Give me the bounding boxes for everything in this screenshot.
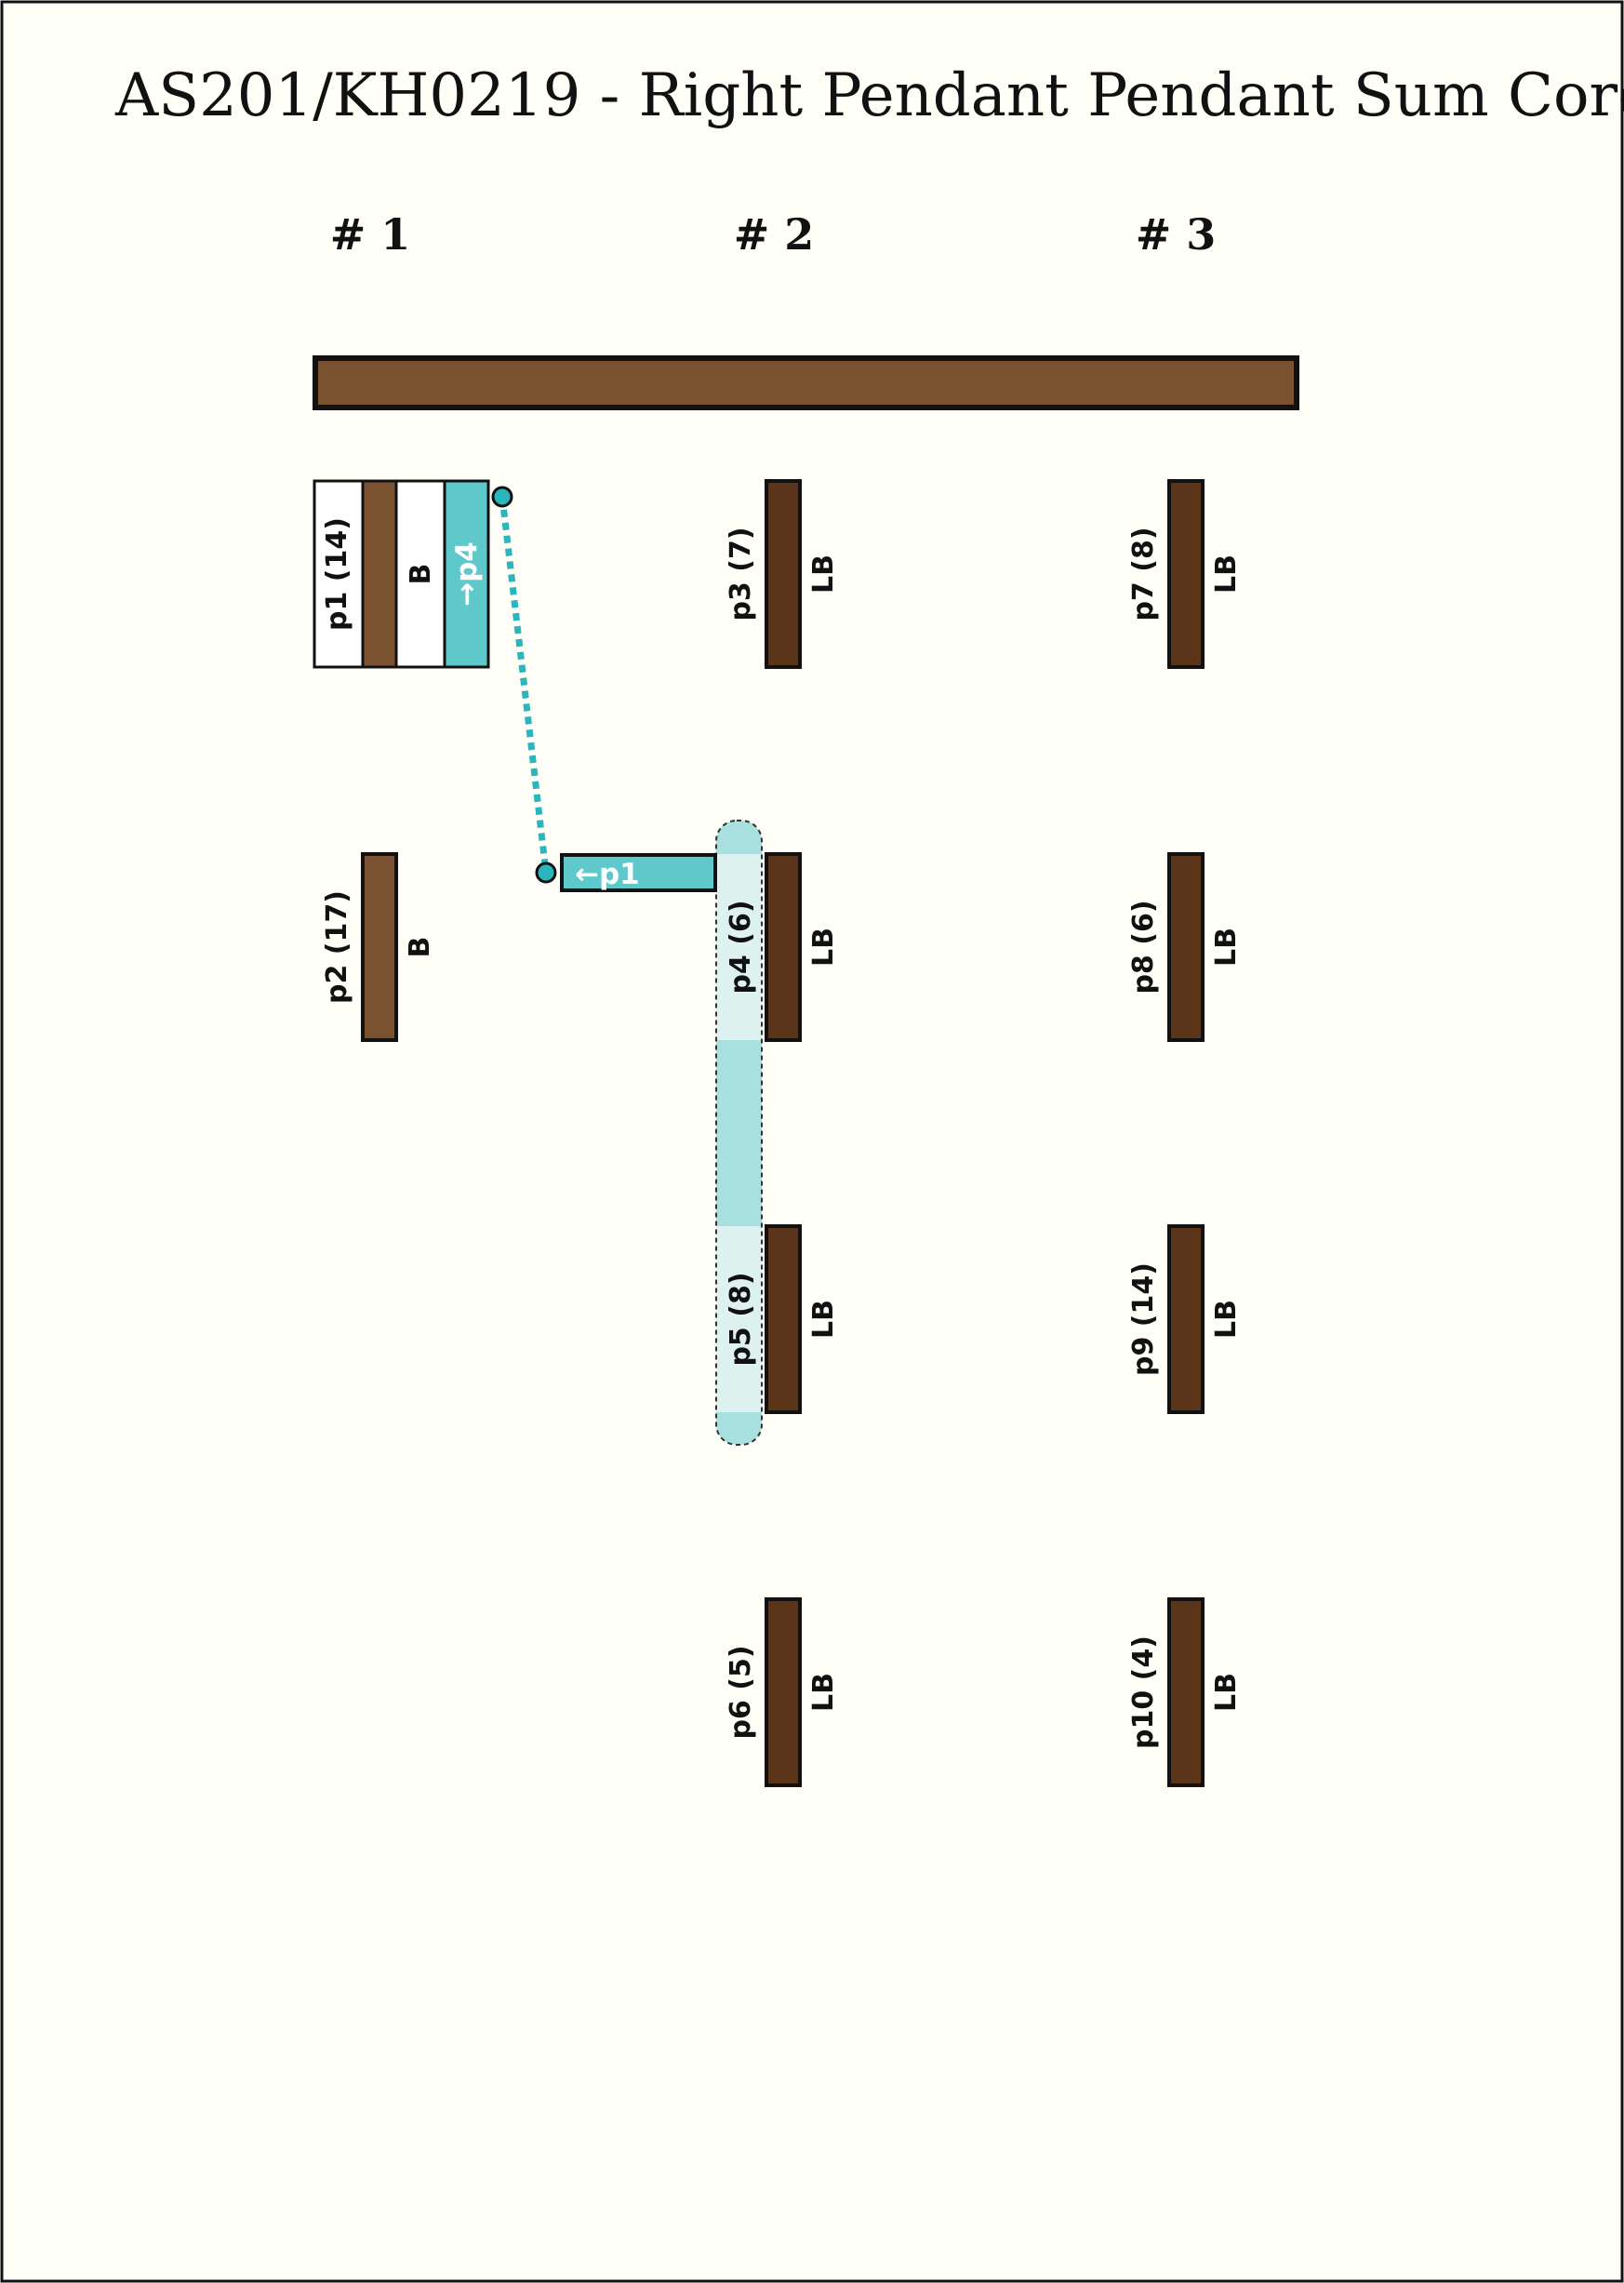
pendant-label: p7 (8) xyxy=(1127,527,1160,621)
sum-target-box xyxy=(560,853,717,892)
column-label-3: # 3 xyxy=(1136,209,1217,260)
highlight-band-p4 xyxy=(716,854,762,1040)
cord-p10 xyxy=(1167,1597,1205,1787)
pendant-p1: p1 (14) B →p4 xyxy=(313,479,490,669)
color-label: LB xyxy=(1210,1300,1243,1339)
color-label: LB xyxy=(807,1673,840,1712)
color-label: LB xyxy=(807,1300,840,1339)
column-label-2: # 2 xyxy=(734,209,815,260)
pendant-label: p2 (17) xyxy=(321,890,353,1004)
color-label: LB xyxy=(1210,928,1243,967)
sum-link-start-dot xyxy=(491,486,513,508)
pendant-label: p3 (7) xyxy=(725,527,757,621)
pendant-p7: p7 (8) LB xyxy=(1127,479,1243,669)
pendant-label: p4 (6) xyxy=(725,900,757,994)
cord-p6 xyxy=(765,1597,802,1787)
color-label: LB xyxy=(1210,1673,1243,1712)
cord-p3 xyxy=(765,479,802,669)
color-label: LB xyxy=(807,928,840,967)
sum-marker-box xyxy=(443,479,490,669)
pendant-p2: p2 (17) B xyxy=(321,852,436,1042)
sum-target-label: ←p1 xyxy=(575,858,640,891)
pendant-label: p5 (8) xyxy=(725,1272,757,1366)
sum-marker-label: →p4 xyxy=(450,541,484,607)
pendant-p3: p3 (7) LB xyxy=(725,479,840,669)
cord-p8 xyxy=(1167,852,1205,1042)
color-label: B xyxy=(405,564,437,585)
cord-p9 xyxy=(1167,1224,1205,1414)
highlight-band-p5 xyxy=(716,1226,762,1412)
highlight-outline xyxy=(715,820,763,1446)
pill-fill xyxy=(716,821,762,1445)
cord-p7 xyxy=(1167,479,1205,669)
pendant-p4: p4 (6) LB xyxy=(725,852,840,1042)
pendant-label: p8 (6) xyxy=(1127,900,1160,994)
color-label: LB xyxy=(1210,554,1243,594)
pendant-label: p10 (4) xyxy=(1127,1635,1160,1749)
pendant-p9: p9 (14) LB xyxy=(1127,1224,1243,1414)
pendant-p8: p8 (6) LB xyxy=(1127,852,1243,1042)
cord-p5 xyxy=(765,1224,802,1414)
pendant-p10: p10 (4) LB xyxy=(1127,1597,1243,1787)
pendant-label: p9 (14) xyxy=(1127,1262,1160,1376)
color-label: B xyxy=(404,937,436,958)
sum-link-end-dot xyxy=(535,861,557,884)
pendant-label: p6 (5) xyxy=(725,1645,757,1739)
pendant-label: p1 (14) xyxy=(321,517,353,631)
sum-link-line xyxy=(499,496,550,874)
diagram-title: AS201/KH0219 - Right Pendant Pendant Sum… xyxy=(114,61,1624,130)
primary-cord xyxy=(313,355,1299,410)
cord-p2 xyxy=(361,852,398,1042)
cord-p4 xyxy=(765,852,802,1042)
pendant-p5: p5 (8) LB xyxy=(725,1224,840,1414)
cord-p1 xyxy=(361,479,398,669)
color-label: LB xyxy=(807,554,840,594)
sum-group-highlight xyxy=(715,820,763,1446)
sum-links: ←p1 xyxy=(491,486,717,892)
column-label-1: # 1 xyxy=(330,209,411,260)
pendant-p6: p6 (5) LB xyxy=(725,1597,840,1787)
